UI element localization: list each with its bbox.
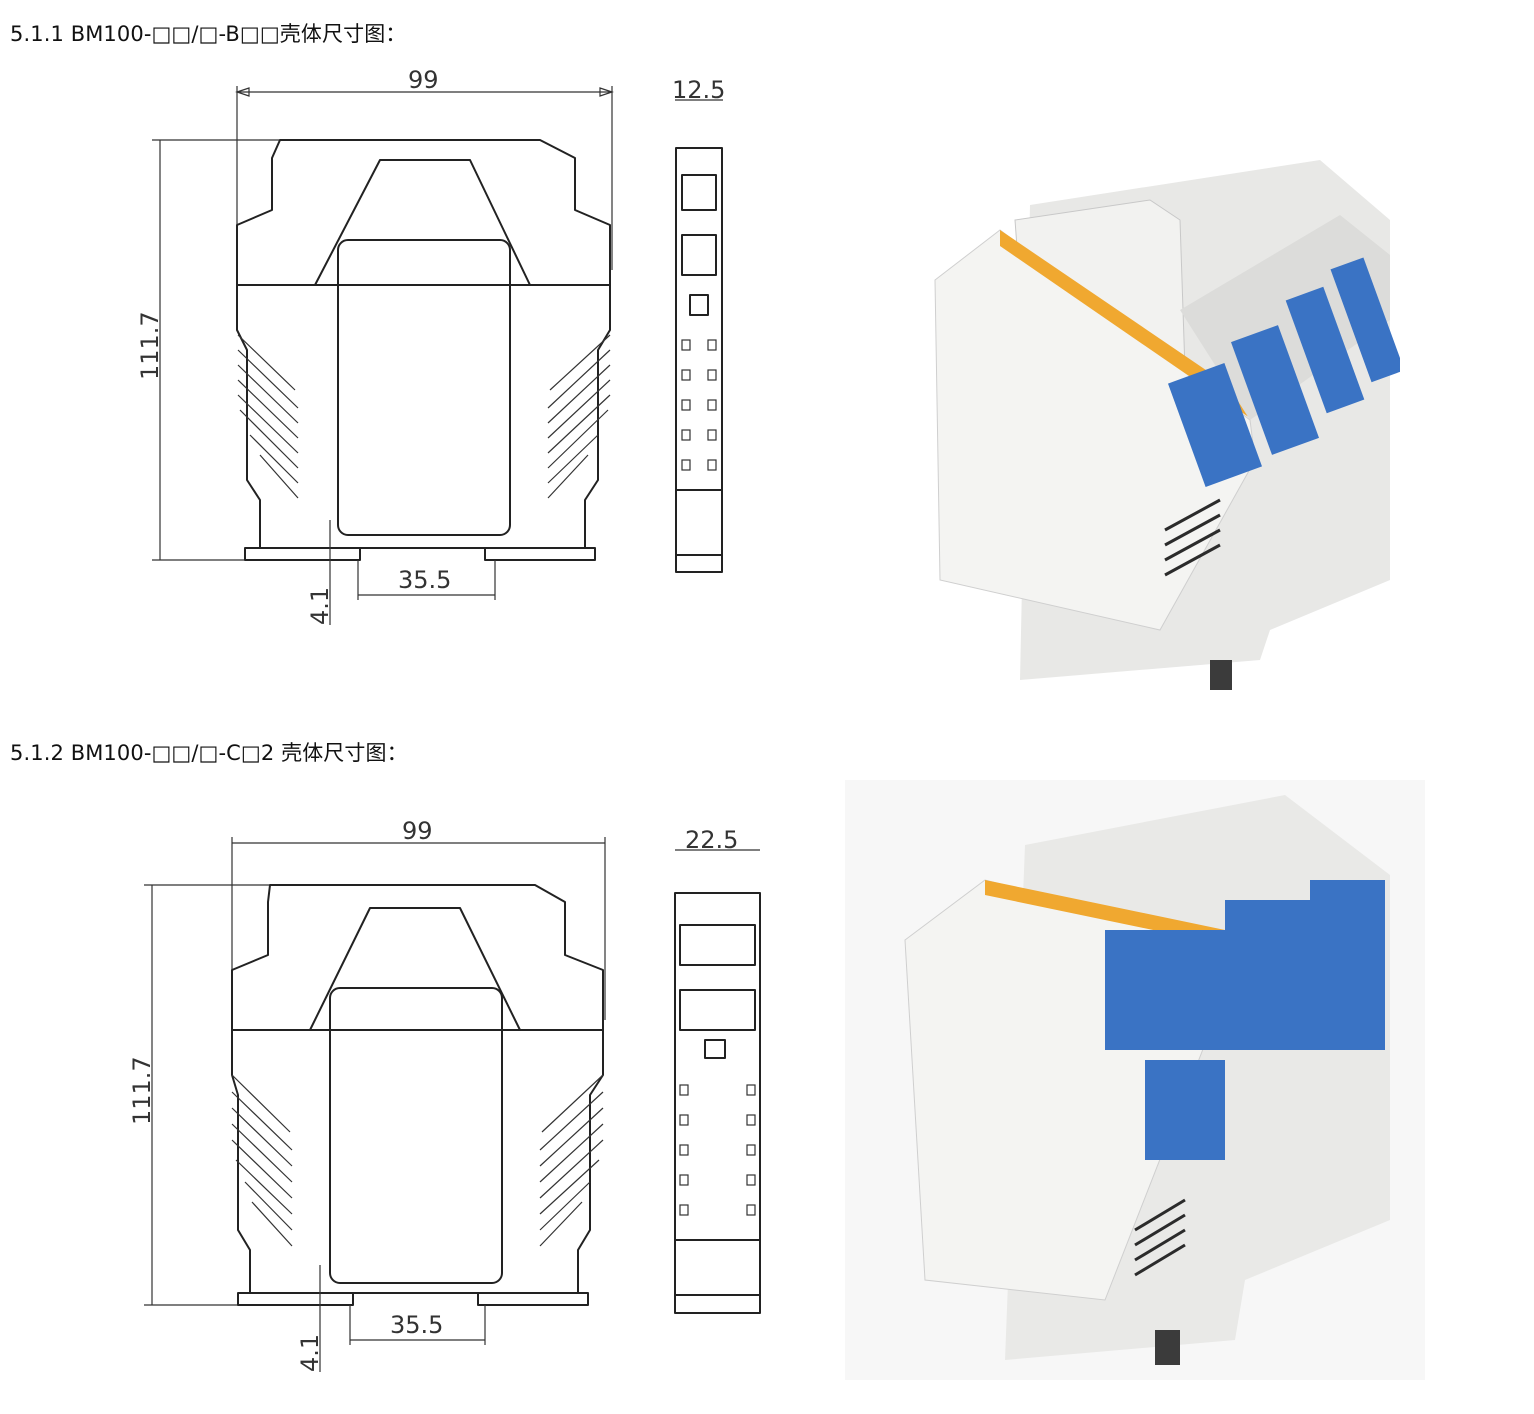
front-dimension-drawing-b: 99 111.7 35.5 4.1 xyxy=(136,66,614,625)
foot-dimension: 4.1 xyxy=(306,587,334,625)
side-dimension-drawing-b: 12.5 xyxy=(672,76,725,573)
front-dimension-drawing-c: 99 111.7 35.5 4.1 xyxy=(128,817,606,1372)
side-dimension-drawing-c: 22.5 xyxy=(674,826,761,1314)
height-dimension: 111.7 xyxy=(136,311,164,380)
width-dimension: 99 xyxy=(408,66,439,94)
depth-dimension: 12.5 xyxy=(672,76,725,104)
product-photo-b xyxy=(934,160,1400,690)
foot-dimension-c: 4.1 xyxy=(296,1334,324,1372)
height-dimension-c: 111.7 xyxy=(128,1056,156,1125)
width-dimension-c: 99 xyxy=(402,817,433,845)
product-photo-c xyxy=(845,780,1425,1380)
rail-dimension: 35.5 xyxy=(398,566,451,594)
section-2-heading: 5.1.2 BM100-□□/□-C□2 壳体尺寸图： xyxy=(10,741,408,765)
section-1-heading: 5.1.1 BM100-□□/□-B□□壳体尺寸图： xyxy=(10,22,407,46)
rail-dimension-c: 35.5 xyxy=(390,1311,443,1339)
depth-dimension-c: 22.5 xyxy=(685,826,738,854)
